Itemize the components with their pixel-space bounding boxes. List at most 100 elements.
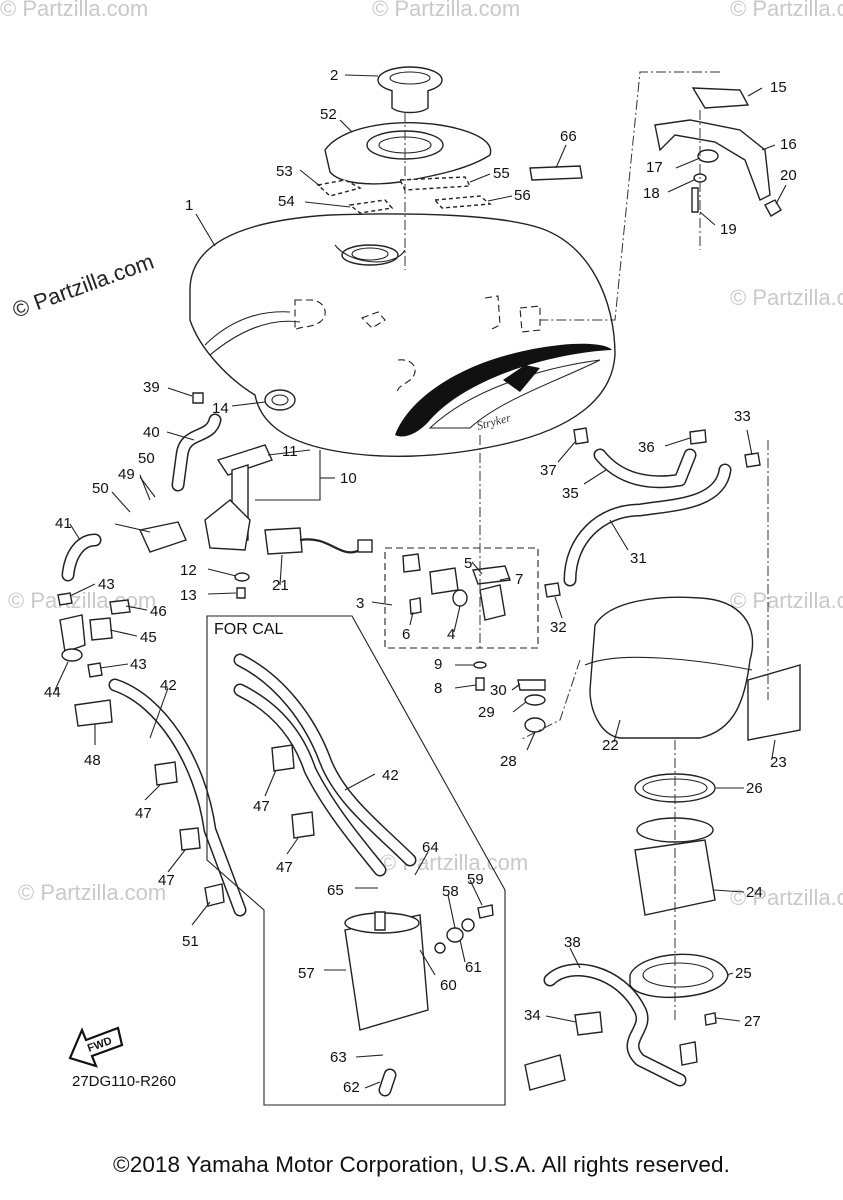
callout-58: 58 (442, 883, 459, 900)
callout-43b: 43 (130, 656, 147, 673)
callouts: 2 52 53 54 55 56 66 1 15 16 17 18 19 20 … (44, 67, 797, 1096)
watermark: © Partzilla.com (730, 0, 843, 21)
callout-9: 9 (434, 656, 442, 673)
callout-8: 8 (434, 680, 442, 697)
callout-60: 60 (440, 977, 457, 994)
callout-65: 65 (327, 882, 344, 899)
hose-41-inner (63, 535, 100, 580)
callout-11: 11 (282, 443, 298, 460)
callout-12: 12 (180, 562, 197, 579)
clips-47 (154, 761, 225, 907)
watermark: © Partzilla.com (730, 285, 843, 310)
watermark: © Partzilla.com (18, 880, 166, 905)
callout-28: 28 (500, 753, 517, 770)
callout-47d: 47 (276, 859, 293, 876)
callout-35: 35 (562, 485, 579, 502)
callout-7: 7 (515, 571, 523, 588)
callout-50b: 50 (92, 480, 109, 497)
hose-38-inner (545, 965, 685, 1085)
fuel-sender-unit (139, 444, 373, 555)
callout-41: 41 (55, 515, 72, 532)
watermark: © Partzilla.com (730, 885, 843, 910)
for-cal-box: FOR CAL (206, 615, 506, 1106)
callout-14: 14 (212, 400, 229, 417)
callout-63: 63 (330, 1049, 347, 1066)
callout-37: 37 (540, 462, 557, 479)
copyright-notice: ©2018 Yamaha Motor Corporation, U.S.A. A… (113, 1152, 730, 1177)
callout-53: 53 (276, 163, 293, 180)
callout-45: 45 (140, 629, 157, 646)
watermark-diagonal: © Partzilla.com (9, 249, 157, 323)
callout-57: 57 (298, 965, 315, 982)
tank-cover-panel (324, 122, 492, 185)
leader-lines (54, 74, 787, 1089)
callout-66: 66 (560, 128, 577, 145)
connectors (524, 427, 761, 1091)
callout-62: 62 (343, 1079, 360, 1096)
callout-21: 21 (272, 577, 289, 594)
decals (316, 165, 583, 214)
hose-42-left (108, 678, 247, 917)
for-cal-title: FOR CAL (214, 621, 283, 638)
fwd-arrow-icon: FWD (68, 1026, 124, 1068)
callout-22: 22 (602, 737, 619, 754)
callout-23: 23 (770, 754, 787, 771)
callout-17: 17 (646, 159, 663, 176)
callout-29: 29 (478, 704, 495, 721)
callout-48: 48 (84, 752, 101, 769)
callout-19: 19 (720, 221, 737, 238)
callout-16: 16 (780, 136, 797, 153)
fuel-pump-housing (517, 596, 801, 999)
hose-42-left-inner (110, 680, 245, 915)
callout-15: 15 (770, 79, 787, 96)
hose-42-cal-b-inner (235, 685, 385, 875)
callout-5: 5 (464, 555, 472, 572)
hose-31-inner (565, 465, 730, 585)
callout-10: 10 (340, 470, 357, 487)
callout-34: 34 (524, 1007, 541, 1024)
callout-24: 24 (746, 884, 763, 901)
callout-6: 6 (402, 626, 410, 643)
small-fasteners (192, 389, 296, 599)
callout-44: 44 (44, 684, 61, 701)
callout-39: 39 (143, 379, 160, 396)
callout-49: 49 (118, 466, 135, 483)
hose-40-inner (173, 415, 220, 490)
callout-54: 54 (278, 193, 295, 210)
callout-26: 26 (746, 780, 763, 797)
callout-20: 20 (780, 167, 797, 184)
callout-27: 27 (744, 1013, 761, 1030)
filler-cap (377, 66, 443, 114)
callout-30: 30 (490, 682, 507, 699)
callout-46: 46 (150, 603, 167, 620)
fuel-tank: Stryker (189, 213, 616, 458)
hose-35-inner (595, 450, 695, 487)
callout-13: 13 (180, 587, 197, 604)
watermark: © Partzilla.com (372, 0, 520, 21)
callout-59: 59 (467, 871, 484, 888)
callout-32: 32 (550, 619, 567, 636)
callout-55: 55 (493, 165, 510, 182)
callout-38: 38 (564, 934, 581, 951)
callout-51: 51 (182, 933, 199, 950)
callout-47b: 47 (158, 872, 175, 889)
callout-43a: 43 (98, 576, 115, 593)
watermark: © Partzilla.com (8, 588, 156, 613)
callout-47a: 47 (135, 805, 152, 822)
callout-47c: 47 (253, 798, 270, 815)
callout-33: 33 (734, 408, 751, 425)
callout-31: 31 (630, 550, 647, 567)
callout-1: 1 (185, 197, 193, 214)
callout-18: 18 (643, 185, 660, 202)
callout-3: 3 (356, 595, 364, 612)
diagram-code: 27DG110-R260 (72, 1073, 176, 1090)
callout-64: 64 (422, 839, 439, 856)
mount-bracket (654, 87, 782, 217)
callout-42a: 42 (160, 677, 177, 694)
callout-36: 36 (638, 439, 655, 456)
callout-25: 25 (735, 965, 752, 982)
watermark: © Partzilla.com (0, 0, 148, 21)
watermark: © Partzilla.com (730, 588, 843, 613)
hose-42-cal-a-inner (235, 655, 415, 865)
callout-52: 52 (320, 106, 337, 123)
